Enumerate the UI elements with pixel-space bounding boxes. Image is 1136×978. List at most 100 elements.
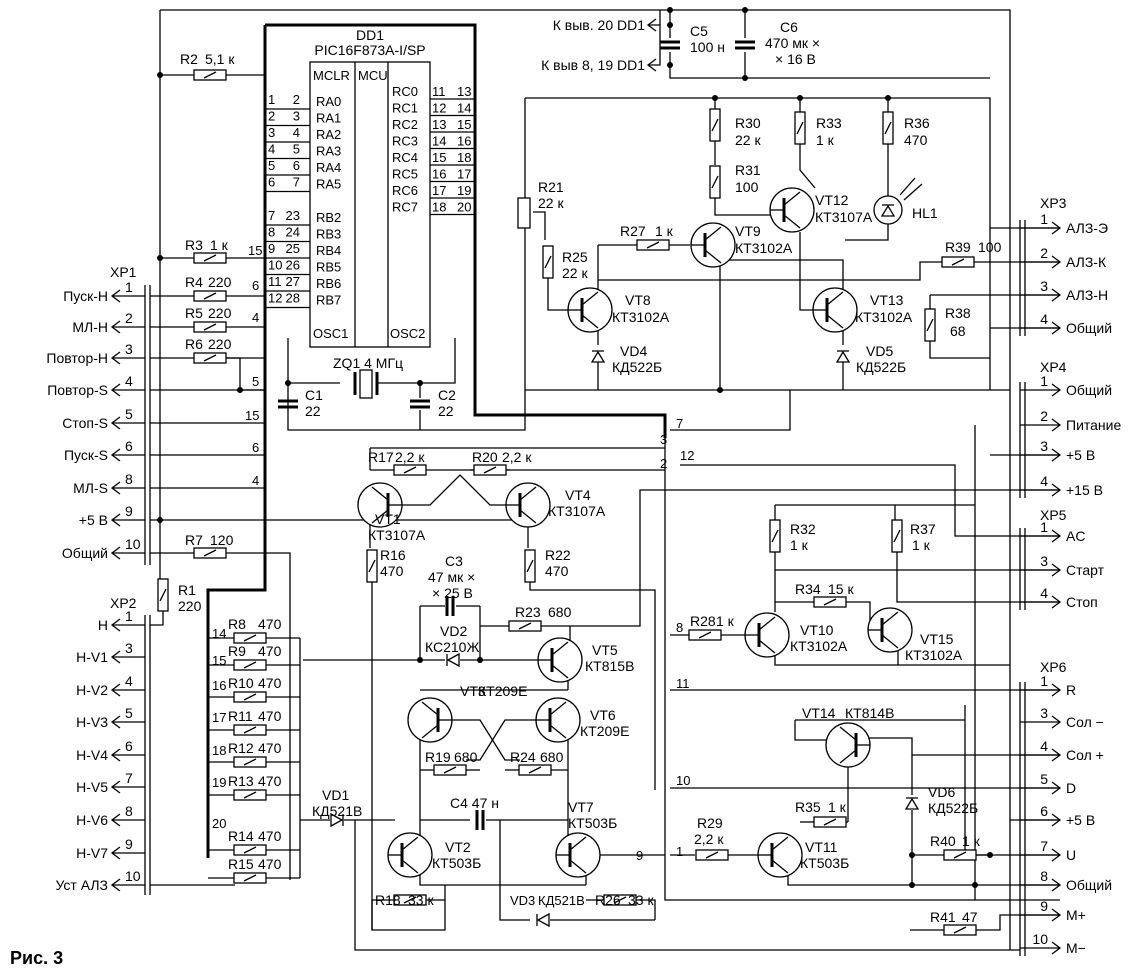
connector-label: Сол +	[1066, 747, 1104, 763]
chip-body	[309, 61, 431, 348]
connector-label: Питание	[1066, 417, 1121, 433]
wire	[226, 552, 291, 880]
bus-number: 17	[212, 710, 226, 725]
res-val: 680	[540, 749, 564, 765]
connector-label: Общий	[62, 545, 108, 561]
connector-arrow	[110, 289, 121, 303]
res-ref: R20	[472, 449, 498, 465]
connector-label: Повтор-Н	[46, 350, 108, 366]
res-val: 22 к	[538, 195, 564, 211]
resistor-mark	[926, 318, 934, 332]
res-val: 220	[208, 305, 232, 321]
connector-arrow	[1051, 595, 1062, 609]
resistor-mark	[203, 254, 217, 262]
connector-arrow	[110, 351, 121, 365]
tr-ref: VT4	[565, 487, 591, 503]
wire	[150, 611, 164, 626]
bus-number: 17	[457, 167, 471, 182]
bus-number: 15	[248, 243, 262, 258]
chip-pin-number: 14	[432, 134, 446, 149]
connector-pin: 1	[1040, 673, 1048, 689]
connector-pin: 3	[1040, 278, 1048, 294]
resistor-mark	[698, 631, 712, 639]
cross-coupling	[402, 474, 506, 506]
resistor-mark	[711, 175, 719, 189]
connector-arrow	[1051, 813, 1062, 827]
resistor-mark	[953, 851, 967, 859]
chip-pin-number: 3	[293, 109, 300, 124]
connector-arrow	[110, 383, 121, 397]
led-ref: HL1	[912, 205, 938, 221]
chip-pin-name: RB7	[316, 293, 341, 308]
connector-label: АЛЗ-Э	[1066, 220, 1108, 236]
chip-pin-name: RC2	[392, 117, 418, 132]
chip-pin-number: 15	[432, 150, 446, 165]
junction-dot	[667, 62, 673, 68]
res-ref: R38	[945, 305, 971, 321]
tr-ref: VT1	[375, 511, 401, 527]
res-ref: R15	[228, 856, 254, 872]
connector-ref: XP6	[1040, 659, 1067, 675]
bus-number: 18	[212, 743, 226, 758]
bus-number: 1	[268, 92, 275, 107]
res-ref: R33	[816, 115, 842, 131]
tr-ref: VT8	[625, 292, 651, 308]
chip-pin-number: 11	[432, 84, 446, 99]
chip-mcu: MCU	[358, 68, 388, 83]
wire	[787, 873, 1060, 886]
connector-arrow	[1051, 683, 1062, 697]
tr-ref: VT6	[590, 707, 616, 723]
bus-number: 6	[252, 440, 259, 455]
tr-type: КТ3102А	[612, 309, 670, 325]
connector-pin: 4	[1040, 585, 1048, 601]
junction-dot	[972, 882, 978, 888]
chip-pin-name: RA2	[316, 127, 341, 142]
figure-caption: Рис. 3	[10, 948, 63, 968]
connector-arrow	[110, 448, 121, 462]
wire	[499, 820, 530, 921]
connector-arrow	[110, 813, 121, 827]
res-ref: R1	[178, 582, 196, 598]
chip-pin-number: 25	[286, 241, 300, 256]
wire	[794, 720, 827, 741]
bus-number: 16	[457, 134, 471, 149]
connector-label: Пуск-S	[64, 447, 108, 463]
transistor-collector	[581, 291, 599, 306]
res-ref: R37	[910, 521, 936, 537]
wire	[669, 52, 990, 79]
connector-arrow	[110, 683, 121, 697]
connector-arrow	[1051, 483, 1062, 497]
tr-type: КТ814В	[845, 705, 894, 721]
tr-ref: VT14	[802, 705, 836, 721]
resistor-mark	[711, 118, 719, 132]
bus-number: 15	[245, 408, 259, 423]
tr-type: КТ503Б	[568, 815, 617, 831]
bus-number: 7	[676, 416, 683, 431]
res-ref: R26	[595, 892, 621, 908]
wire	[774, 653, 1010, 666]
res-ref: R2	[180, 51, 198, 67]
resistor-mark	[646, 241, 660, 249]
resistor-mark	[243, 634, 257, 642]
connector-label: Стоп	[1066, 594, 1098, 610]
cap-ref: C2	[438, 387, 456, 403]
connector-ref: XP1	[110, 264, 137, 280]
cap-ref: C6	[780, 19, 798, 35]
resistor-mark	[203, 71, 217, 79]
bus-number: 14	[212, 626, 226, 641]
chip-pin-number: 17	[432, 183, 446, 198]
tr-ref: VT15	[920, 631, 954, 647]
wire	[799, 232, 813, 311]
connector-pin: 7	[125, 770, 133, 786]
resistor-mark	[893, 529, 901, 543]
resistor-mark	[368, 559, 376, 573]
resistor-mark	[203, 354, 217, 362]
cap-ref: C1	[305, 387, 323, 403]
resistor-mark	[243, 693, 257, 701]
tr-type: КТ3102А	[855, 309, 913, 325]
diode-ref: VD5	[866, 343, 893, 359]
connector-pin: 8	[1040, 868, 1048, 884]
connector-pin: 9	[1040, 898, 1048, 914]
cap-value: × 16 В	[775, 51, 816, 67]
